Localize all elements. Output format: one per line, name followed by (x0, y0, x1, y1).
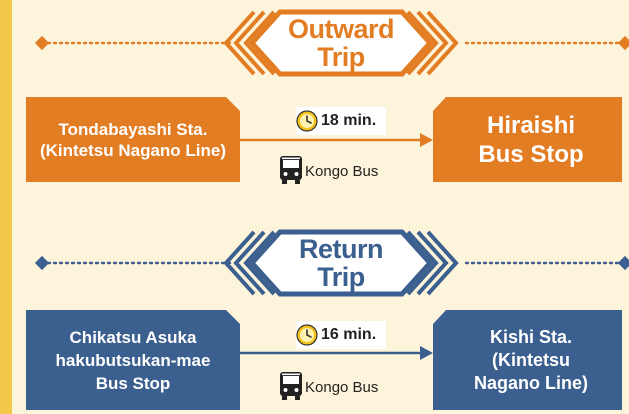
chevron-icon (223, 230, 459, 296)
outward-route (26, 97, 622, 182)
outward-to-box-shape (433, 97, 622, 182)
outward-title-frame (248, 9, 434, 77)
return-duration: 16 min. (321, 326, 377, 343)
clock-icon (296, 324, 318, 346)
return-bus-company: Kongo Bus (305, 379, 379, 396)
return-from-line1: Chikatsu Asuka (69, 327, 197, 347)
outward-title-line1: Outward (287, 14, 395, 44)
diamond-icon (617, 255, 629, 271)
clock-icon (296, 110, 318, 132)
bus-icon (280, 372, 302, 400)
outward-from-line1: Tondabayashi Sta. (58, 119, 208, 139)
diamond-icon (617, 35, 629, 51)
outward-duration-chip: 18 min. (296, 107, 387, 135)
outward-to-line1: Hiraishi (486, 111, 576, 139)
return-from-line2: hakubutsukan-mae (55, 350, 211, 370)
outward-banner (34, 9, 629, 77)
bus-icon (280, 156, 302, 184)
return-title-line1: Return (299, 234, 384, 264)
return-title: Return Trip (276, 235, 406, 291)
return-to-line3: Nagano Line) (473, 372, 588, 393)
return-to-line1: Kishi Sta. (489, 326, 573, 347)
chevron-icon (223, 10, 459, 76)
return-destination-station: Kishi Sta. (Kintetsu Nagano Line) (440, 312, 622, 408)
return-from-box-shape (26, 310, 240, 410)
outward-to-line2: Bus Stop (478, 140, 584, 168)
outward-origin-station: Tondabayashi Sta. (Kintetsu Nagano Line) (26, 97, 240, 182)
return-to-line2: (Kintetsu (492, 349, 570, 370)
outward-arrowhead (420, 133, 433, 147)
left-accent-stripe (0, 0, 12, 414)
return-title-line2: Trip (317, 262, 365, 292)
outward-from-line2: (Kintetsu Nagano Line) (39, 140, 227, 160)
outward-from-box-shape (26, 97, 240, 182)
return-title-frame (248, 229, 434, 297)
outward-bus-company: Kongo Bus (305, 163, 379, 180)
return-banner (34, 229, 629, 297)
diamond-icon (34, 255, 50, 271)
outward-destination-stop: Hiraishi Bus Stop (440, 97, 622, 182)
return-duration-chip: 16 min. (296, 321, 387, 349)
outward-title: Outward Trip (276, 15, 406, 71)
return-to-box-shape (433, 310, 622, 410)
return-route (26, 310, 622, 410)
outward-duration: 18 min. (321, 112, 377, 129)
return-arrowhead (420, 346, 433, 360)
diamond-icon (34, 35, 50, 51)
return-origin-stop: Chikatsu Asuka hakubutsukan-mae Bus Stop (26, 312, 240, 408)
return-from-line3: Bus Stop (95, 373, 171, 393)
outward-title-line2: Trip (317, 42, 365, 72)
